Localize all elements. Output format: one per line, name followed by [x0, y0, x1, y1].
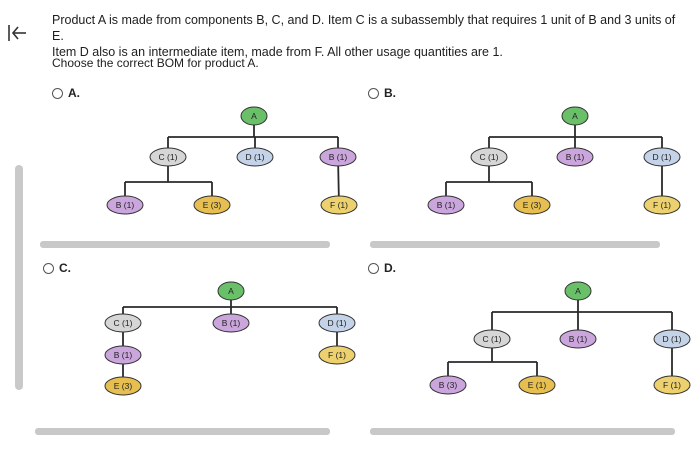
bom-node-label: B (1) [437, 200, 456, 210]
bom-node-c: C (1) [470, 147, 508, 167]
option-b[interactable]: B. [368, 86, 396, 100]
bom-node-label: F (1) [653, 200, 671, 210]
bom-node-label: E (3) [114, 381, 133, 391]
bom-node-b: B (1) [106, 195, 144, 215]
bom-node-b: B (1) [212, 313, 250, 333]
bom-node-f: F (1) [318, 345, 356, 365]
bom-node-a: A [217, 281, 245, 301]
question-text: Product A is made from components B, C, … [52, 12, 682, 60]
bom-node-d: D (1) [643, 147, 681, 167]
question-line-2: Item D also is an intermediate item, mad… [52, 45, 503, 59]
option-c-divider [35, 428, 330, 435]
option-a-radio[interactable] [52, 87, 63, 99]
bom-node-label: D (1) [653, 152, 672, 162]
option-d[interactable]: D. [368, 261, 396, 275]
option-c-label: C. [59, 261, 71, 275]
bom-node-label: C (1) [159, 152, 178, 162]
option-d-divider [370, 428, 675, 435]
bom-node-label: A [251, 111, 257, 121]
bom-node-label: C (1) [114, 318, 133, 328]
bom-node-label: A [228, 286, 234, 296]
bom-node-label: A [572, 111, 578, 121]
back-arrow-icon[interactable] [6, 22, 28, 44]
bom-node-a: A [561, 106, 589, 126]
bom-node-label: E (3) [523, 200, 542, 210]
option-c-radio[interactable] [43, 262, 54, 274]
bom-node-label: B (1) [116, 200, 135, 210]
bom-node-label: E (3) [203, 200, 222, 210]
bom-node-b: B (1) [559, 329, 597, 349]
bom-node-b: B (1) [427, 195, 465, 215]
option-b-divider [370, 241, 660, 248]
bom-node-label: C (1) [480, 152, 499, 162]
bom-node-b: B (1) [104, 345, 142, 365]
bom-node-label: F (1) [330, 200, 348, 210]
option-a-divider [40, 241, 330, 248]
bom-node-a: A [240, 106, 268, 126]
bom-node-e: E (3) [513, 195, 551, 215]
bom-node-label: B (1) [569, 334, 588, 344]
bom-node-label: D (1) [663, 334, 682, 344]
option-d-radio[interactable] [368, 262, 379, 274]
bom-node-e: E (1) [518, 375, 556, 395]
bom-node-d: D (1) [653, 329, 691, 349]
bom-node-label: E (1) [528, 380, 547, 390]
bom-node-c: C (1) [104, 313, 142, 333]
bom-node-c: C (1) [473, 329, 511, 349]
bom-node-b: B (3) [429, 375, 467, 395]
bom-node-f: F (1) [653, 375, 691, 395]
bom-node-b: B (1) [556, 147, 594, 167]
bom-node-label: F (1) [328, 350, 346, 360]
option-b-label: B. [384, 86, 396, 100]
option-a-label: A. [68, 86, 80, 100]
option-c[interactable]: C. [43, 261, 71, 275]
bom-node-f: F (1) [320, 195, 358, 215]
bom-node-label: B (1) [329, 152, 348, 162]
bom-node-a: A [564, 281, 592, 301]
bom-node-label: B (3) [439, 380, 458, 390]
bom-node-e: E (3) [104, 376, 142, 396]
bom-node-label: D (1) [246, 152, 265, 162]
bom-node-label: D (1) [328, 318, 347, 328]
bom-node-d: D (1) [236, 147, 274, 167]
option-a[interactable]: A. [52, 86, 80, 100]
bom-node-c: C (1) [149, 147, 187, 167]
scroll-rail[interactable] [15, 165, 23, 390]
bom-node-d: D (1) [318, 313, 356, 333]
bom-node-label: B (1) [566, 152, 585, 162]
bom-node-label: B (1) [114, 350, 133, 360]
bom-node-label: B (1) [222, 318, 241, 328]
instruction-text: Choose the correct BOM for product A. [52, 56, 259, 70]
question-line-1: Product A is made from components B, C, … [52, 13, 676, 43]
bom-node-label: F (1) [663, 380, 681, 390]
bom-node-b: B (1) [319, 147, 357, 167]
bom-node-f: F (1) [643, 195, 681, 215]
bom-node-e: E (3) [193, 195, 231, 215]
bom-node-label: C (1) [483, 334, 502, 344]
option-b-radio[interactable] [368, 87, 379, 99]
option-d-label: D. [384, 261, 396, 275]
bom-node-label: A [575, 286, 581, 296]
